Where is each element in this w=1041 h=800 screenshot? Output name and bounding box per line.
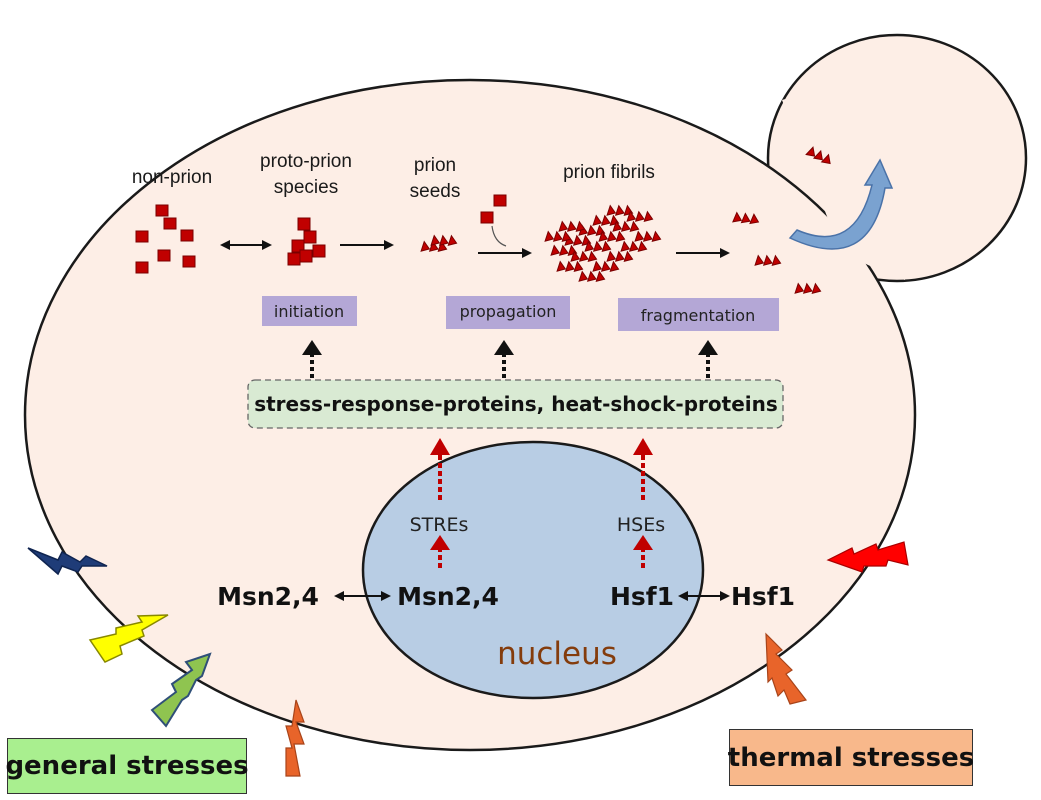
general-stress-bolt-orange — [285, 699, 305, 777]
hses-label: HSEs — [617, 514, 665, 536]
general-stresses-box: general stresses — [5, 738, 249, 794]
hsf-nucleus-label: Hsf1 — [610, 582, 674, 611]
fragmentation-label: fragmentation — [641, 306, 755, 325]
bud-neck — [782, 88, 905, 280]
transcription-arrows — [438, 455, 645, 568]
proto-prion-label-line1: proto-prion — [260, 151, 352, 172]
proto-prion-cluster — [287, 217, 326, 266]
general-stress-bolt-yellow — [88, 614, 169, 663]
proteins-box — [247, 379, 784, 429]
thermal-stresses-box: thermal stresses — [728, 729, 974, 786]
prion-seeds-label-line2: seeds — [410, 181, 461, 202]
initiation-box — [262, 296, 357, 326]
proteins-box-label: stress-response-proteins, heat-shock-pro… — [254, 392, 778, 416]
prion-fibrils-label: prion fibrils — [563, 162, 655, 183]
thermal-stress-bolt-orange — [765, 632, 808, 705]
chaperone-effect-arrows — [310, 355, 710, 378]
general-stress-bolt-navy — [27, 547, 108, 576]
non-prion-monomers — [135, 204, 196, 274]
msn-nucleus-label: Msn2,4 — [397, 582, 499, 611]
proto-prion-label-line2: species — [274, 177, 338, 198]
general-stress-bolt-green — [150, 652, 212, 728]
nucleus-label: nucleus — [497, 636, 617, 672]
fragmentation-box — [618, 298, 779, 331]
nucleus-shape — [361, 440, 705, 700]
propagation-box — [446, 296, 570, 329]
stres-label: STREs — [410, 514, 469, 536]
transcription-arrowheads — [430, 438, 653, 550]
thermal-stress-bolt-red — [826, 541, 909, 573]
initiation-label: initiation — [274, 302, 344, 321]
prion-seeds-label-line1: prion — [414, 155, 456, 176]
added-monomers — [480, 194, 507, 224]
chaperone-arrowheads — [302, 340, 718, 355]
monomer-addition-curve — [491, 225, 507, 247]
hsf-cytoplasm-label: Hsf1 — [731, 582, 795, 611]
propagation-label: propagation — [460, 302, 557, 321]
msn-cytoplasm-label: Msn2,4 — [217, 582, 319, 611]
non-prion-label: non-prion — [132, 167, 212, 188]
inheritance-arrow — [788, 158, 894, 250]
